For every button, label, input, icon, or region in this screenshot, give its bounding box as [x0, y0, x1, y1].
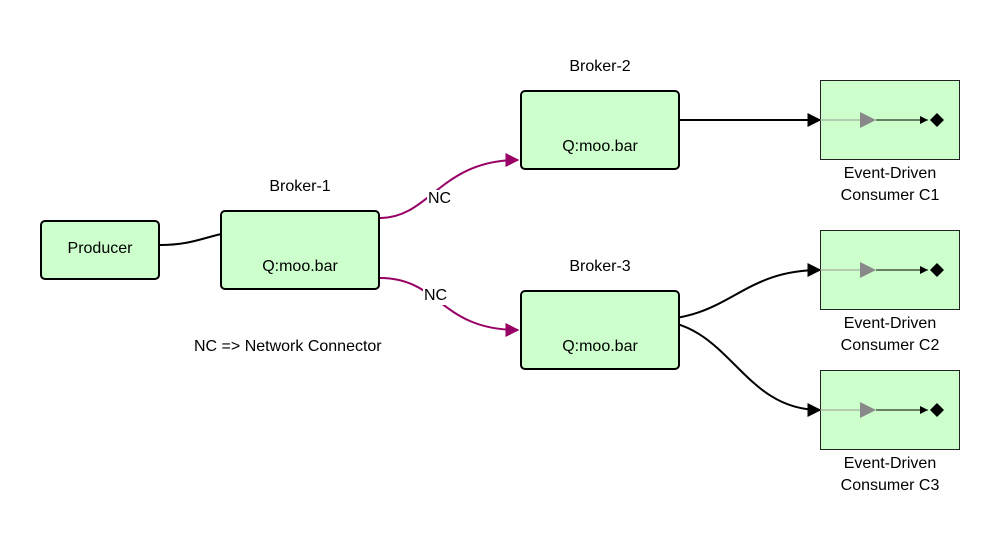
- broker3-queue-label: Q:moo.bar: [562, 338, 638, 355]
- nc-label-broker2: NC: [427, 190, 453, 208]
- consumer-c1-line2: Consumer C1: [840, 187, 940, 204]
- legend-text: NC => Network Connector: [194, 338, 382, 355]
- consumer-c2-caption: Event-Driven Consumer C2: [810, 313, 970, 357]
- broker1-node[interactable]: Q:moo.bar: [220, 210, 380, 290]
- consumer-c1-caption: Event-Driven Consumer C1: [810, 163, 970, 207]
- consumer-c3-line2: Consumer C3: [840, 477, 940, 494]
- producer-label: Producer: [67, 240, 133, 257]
- producer-node[interactable]: Producer: [40, 220, 160, 280]
- consumer-c3-line1: Event-Driven: [843, 455, 937, 472]
- broker2-node[interactable]: Q:moo.bar: [520, 90, 680, 170]
- consumer-c2-line1: Event-Driven: [843, 315, 937, 332]
- broker3-title: Broker-3: [569, 258, 631, 275]
- nc-label-broker3: NC: [423, 287, 449, 305]
- nc-broker1-to-broker2: [379, 153, 520, 219]
- consumer-c2-node[interactable]: [820, 230, 960, 310]
- consumer-c2-endpoint-icon: [820, 262, 944, 278]
- consumer-c1-endpoint-icon: [820, 112, 944, 128]
- broker1-queue-label: Q:moo.bar: [262, 258, 338, 275]
- consumer-c3-node[interactable]: [820, 370, 960, 450]
- broker1-title: Broker-1: [269, 178, 331, 195]
- nc-broker1-to-broker3: [379, 277, 520, 337]
- broker3-node[interactable]: Q:moo.bar: [520, 290, 680, 370]
- consumer-c3-caption: Event-Driven Consumer C3: [810, 453, 970, 497]
- consumer-c3-endpoint-icon: [820, 402, 944, 418]
- broker2-queue-label: Q:moo.bar: [562, 138, 638, 155]
- broker2-title: Broker-2: [569, 58, 631, 75]
- consumer-c2-line2: Consumer C2: [840, 337, 940, 354]
- consumer-c1-node[interactable]: [820, 80, 960, 160]
- consumer-c1-line1: Event-Driven: [843, 165, 937, 182]
